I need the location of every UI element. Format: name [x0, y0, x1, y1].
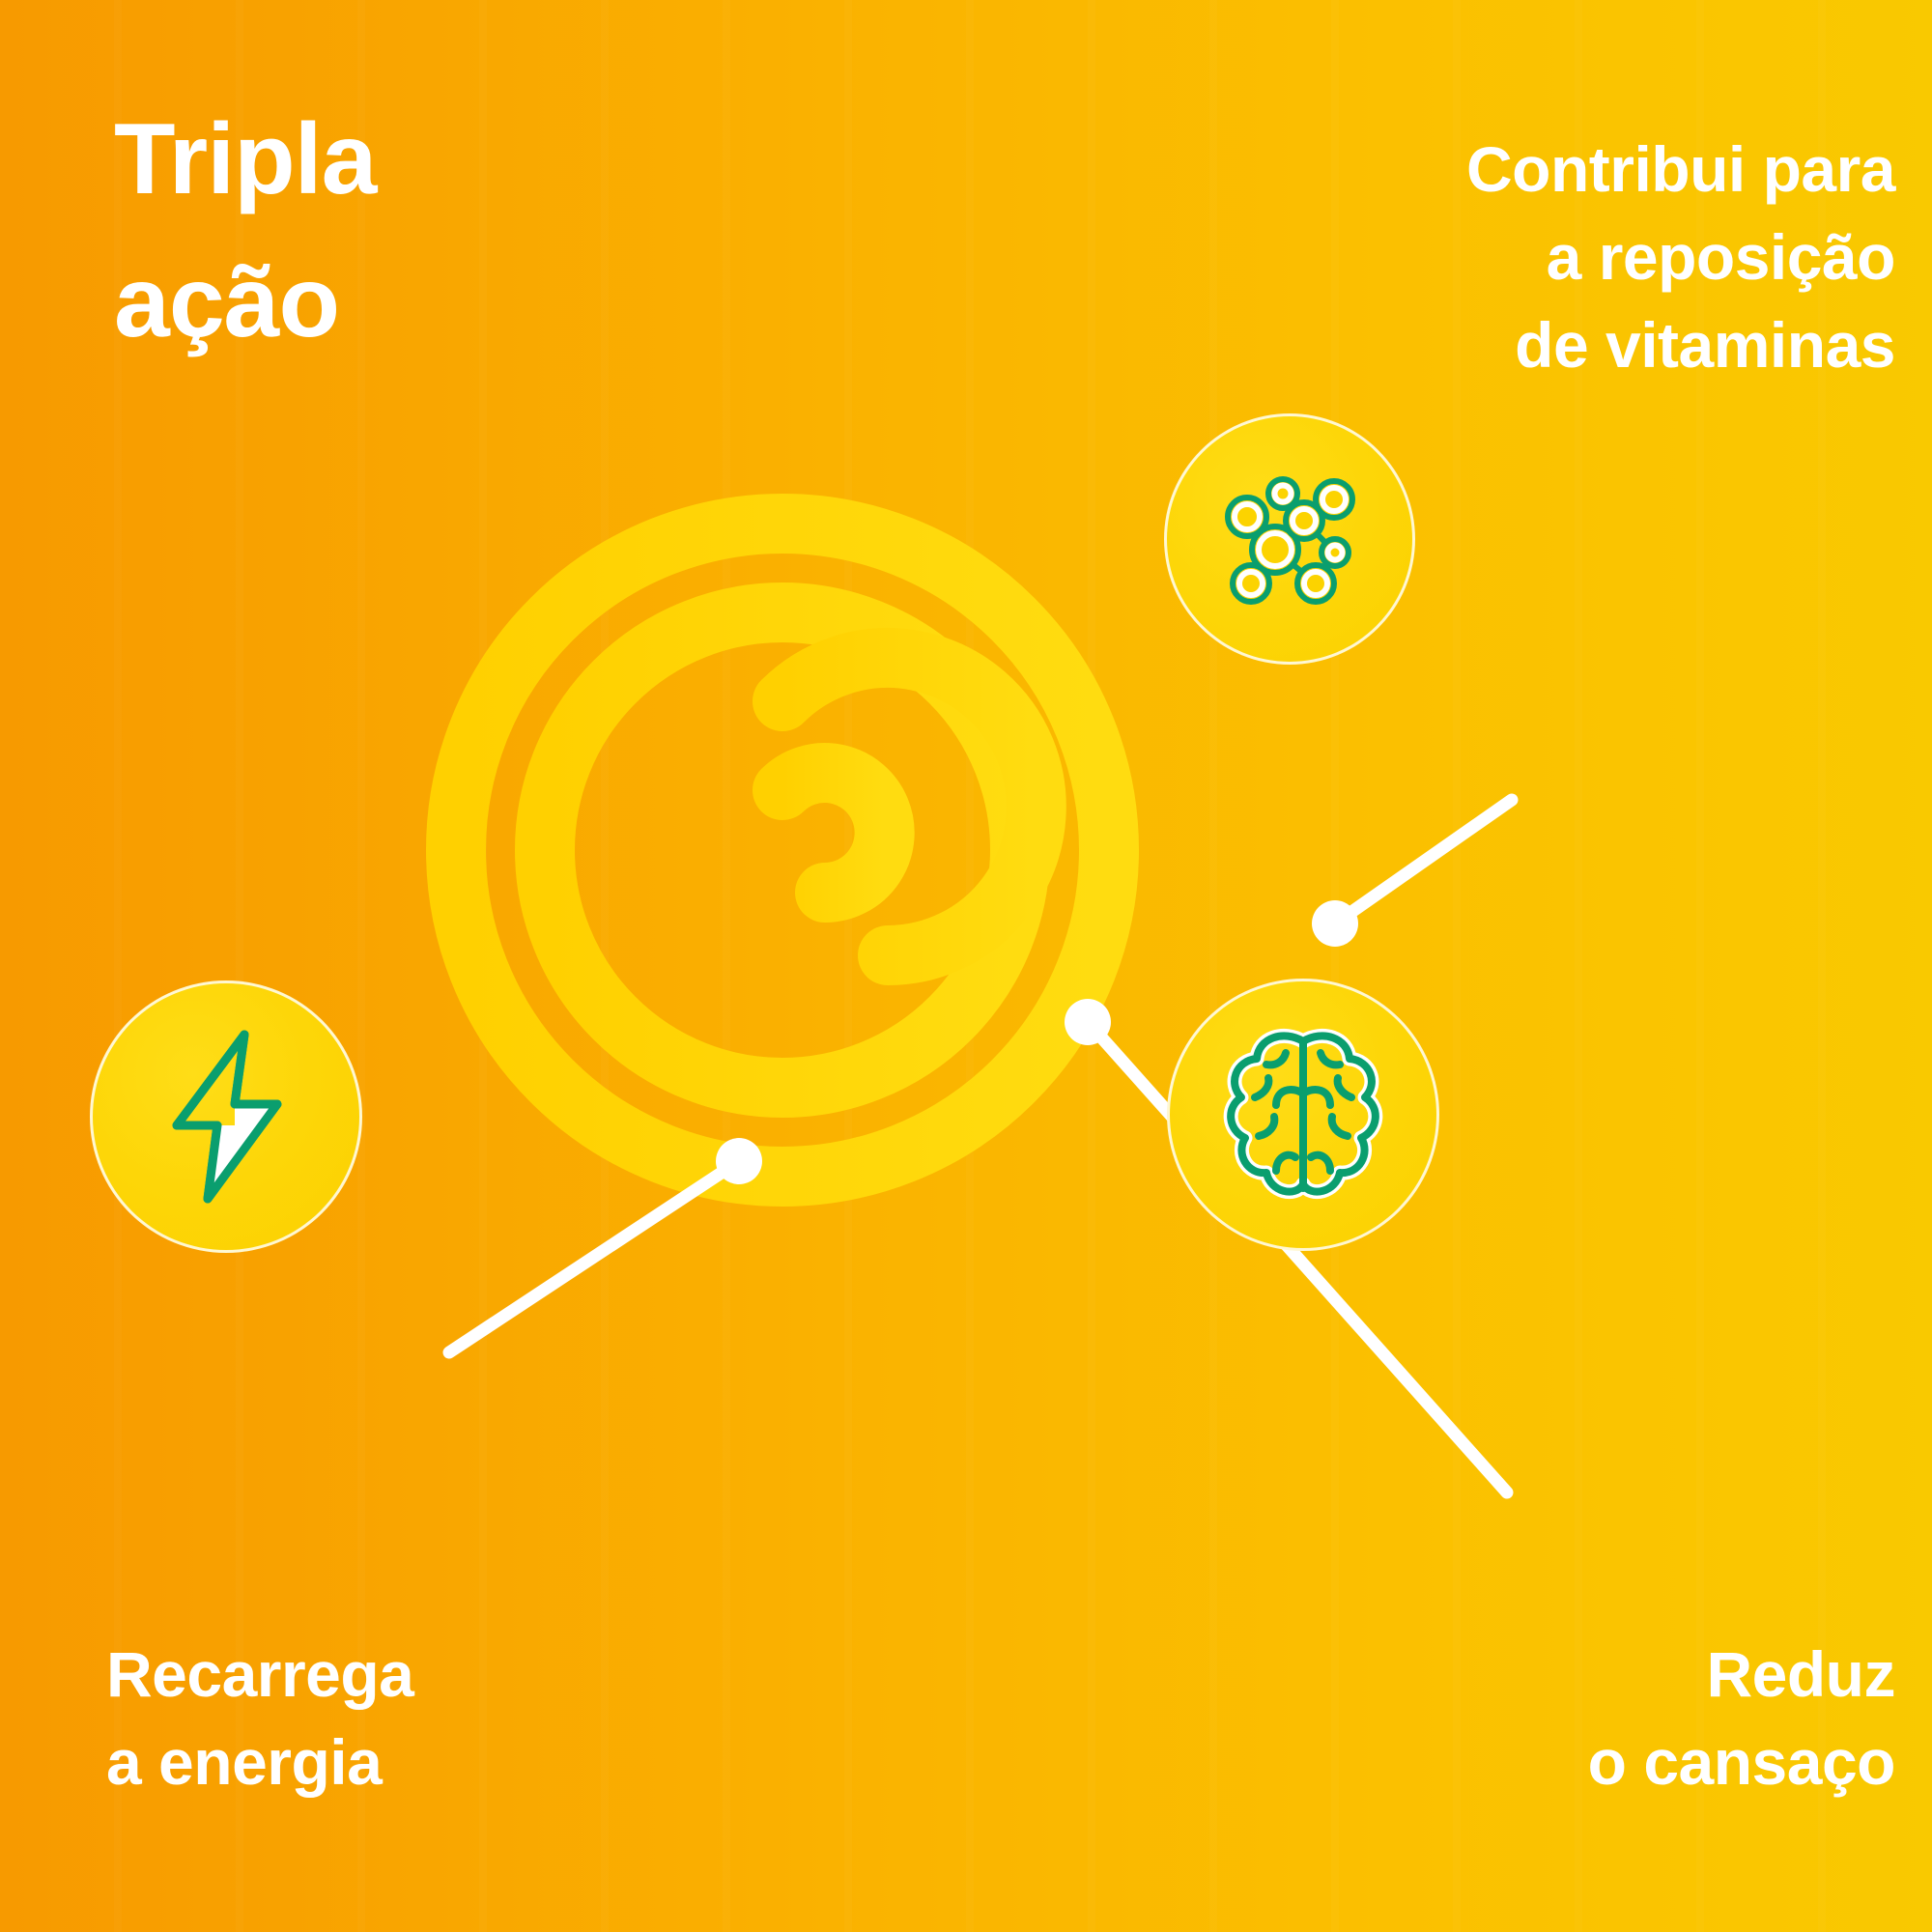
page-title: Tripla ação — [114, 103, 377, 358]
feature-bubble-energy[interactable] — [90, 980, 362, 1253]
molecule-icon — [1208, 457, 1372, 621]
feature-bubble-vitamins[interactable] — [1164, 413, 1415, 665]
feature-bubble-brain[interactable] — [1167, 979, 1439, 1251]
connector-dot — [1312, 900, 1358, 947]
feature-label-brain: Reduz o cansaço — [1587, 1638, 1896, 1799]
feature-label-energy: Recarrega a energia — [106, 1638, 414, 1799]
concentric-spiral-graphic — [415, 483, 1150, 1217]
feature-label-vitamins: Contribui para a reposição de vitaminas — [1465, 133, 1896, 382]
lightning-bolt-icon — [144, 1025, 308, 1208]
brain-icon — [1216, 1022, 1390, 1208]
